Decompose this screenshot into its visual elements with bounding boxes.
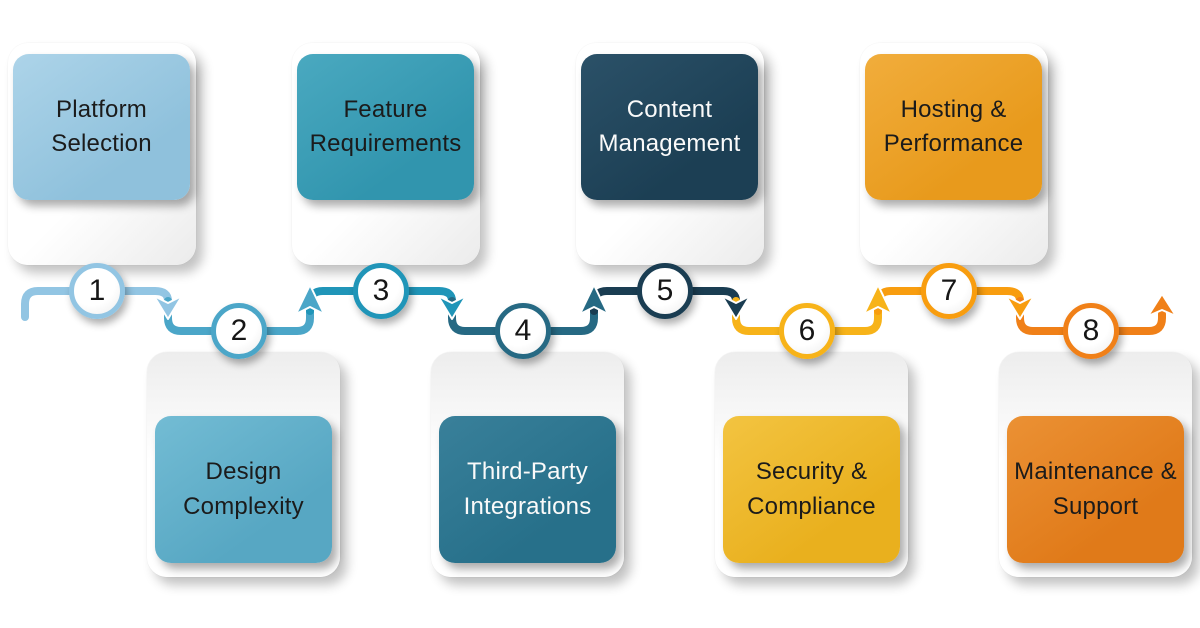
step-number-badge-5: 5 [637,263,693,319]
step-label-1: Platform Selection [51,95,152,157]
step-card-7: Hosting & Performance [860,43,1048,265]
step-label-4: Third-Party Integrations [463,458,592,520]
step-number-badge-1: 1 [69,263,125,319]
step-card-2: Design Complexity [147,352,340,577]
step-number-badge-7: 7 [921,263,977,319]
step-card-color-panel-6: Security & Compliance [723,416,900,563]
step-number-6: 6 [798,314,816,347]
step-card-6: Security & Compliance [715,352,908,577]
step-number-badge-8: 8 [1063,303,1119,359]
step-card-color-panel-8: Maintenance & Support [1007,416,1184,563]
step-number-badge-4: 4 [495,303,551,359]
step-number-7: 7 [940,274,958,307]
step-card-5: Content Management [576,43,764,265]
step-number-badge-3: 3 [353,263,409,319]
step-number-badge-6: 6 [779,303,835,359]
step-number-5: 5 [656,274,674,307]
step-card-color-panel-7: Hosting & Performance [865,54,1042,200]
step-card-color-panel-3: Feature Requirements [297,54,474,200]
step-number-badge-2: 2 [211,303,267,359]
step-card-color-panel-4: Third-Party Integrations [439,416,616,563]
step-number-2: 2 [230,314,248,347]
step-label-7: Hosting & Performance [883,95,1024,157]
step-number-8: 8 [1082,314,1100,347]
step-card-1: Platform Selection [8,43,196,265]
step-label-6: Security & Compliance [747,458,876,520]
step-label-3: Feature Requirements [309,95,462,157]
step-card-color-panel-2: Design Complexity [155,416,332,563]
step-card-color-panel-5: Content Management [581,54,758,200]
step-label-2: Design Complexity [183,458,304,520]
step-label-5: Content Management [598,95,741,157]
step-card-3: Feature Requirements [292,43,480,265]
step-card-4: Third-Party Integrations [431,352,624,577]
step-label-8: Maintenance & Support [1014,458,1177,520]
step-number-3: 3 [372,274,390,307]
step-number-4: 4 [514,314,532,347]
step-card-color-panel-1: Platform Selection [13,54,190,200]
step-card-8: Maintenance & Support [999,352,1192,577]
step-number-1: 1 [88,274,106,307]
